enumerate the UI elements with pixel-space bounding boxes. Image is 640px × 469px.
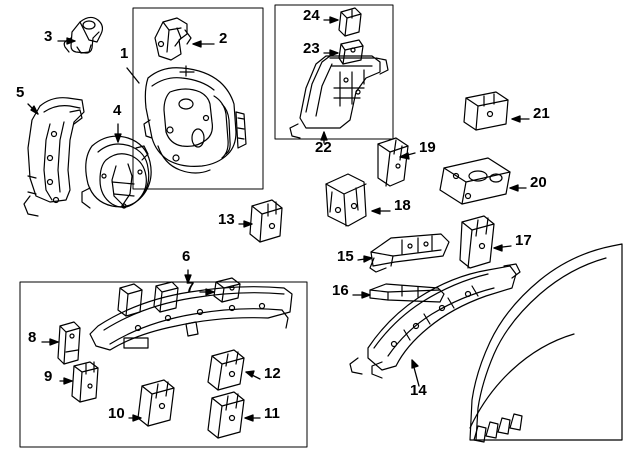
- part-18-shape: [325, 173, 367, 227]
- callout-11: 11: [264, 405, 280, 422]
- group-box-1: [132, 7, 264, 190]
- part-10-shape: [137, 379, 175, 427]
- group-box-22: [274, 4, 394, 140]
- part-20-shape: [439, 157, 511, 205]
- callout-16: 16: [332, 282, 349, 299]
- part-1-shape: [143, 65, 247, 174]
- callout-2: 2: [219, 30, 228, 47]
- part-12-shape: [207, 349, 245, 391]
- part-6-shape: [89, 286, 293, 351]
- callout-8: 8: [28, 329, 37, 346]
- callout-18: 18: [394, 197, 411, 214]
- callout-12: 12: [264, 365, 281, 382]
- part-23-shape: [338, 39, 364, 65]
- callout-19: 19: [419, 139, 436, 156]
- callout-10: 10: [108, 405, 125, 422]
- part-16-shape: [369, 283, 445, 303]
- callout-15: 15: [337, 248, 354, 265]
- callout-20: 20: [530, 174, 547, 191]
- part-14-shape: [349, 263, 521, 379]
- callout-23: 23: [303, 40, 320, 57]
- callout-leaders: [27, 16, 530, 422]
- callout-17: 17: [515, 232, 532, 249]
- callout-3: 3: [44, 28, 53, 45]
- callout-1: 1: [120, 45, 129, 62]
- part-22-shape: [289, 55, 389, 139]
- part-11-shape: [207, 391, 245, 439]
- part-4-shape: [81, 135, 152, 209]
- callout-5: 5: [16, 84, 25, 101]
- part-17-shape: [459, 215, 495, 269]
- fender-outline-shape: [469, 243, 623, 443]
- part-8-shape: [57, 321, 81, 365]
- part-19-shape: [377, 137, 409, 187]
- part-9-shape: [71, 361, 99, 403]
- callout-6: 6: [182, 248, 191, 265]
- part-7-shape: [213, 277, 241, 303]
- part-15-shape: [369, 233, 450, 273]
- part-5-shape: [23, 97, 85, 217]
- callout-9: 9: [44, 368, 53, 385]
- part-6-sub-brackets: [117, 281, 179, 317]
- part-3-shape: [63, 16, 104, 54]
- callout-13: 13: [218, 211, 235, 228]
- part-13-shape: [249, 199, 283, 243]
- part-24-shape: [338, 7, 362, 37]
- callout-21: 21: [533, 105, 550, 122]
- callout-4: 4: [113, 102, 122, 119]
- part-2-shape: [154, 17, 192, 61]
- callout-14: 14: [410, 382, 427, 399]
- callout-7: 7: [186, 279, 195, 296]
- group-box-6: [19, 281, 308, 448]
- part-21-shape: [463, 91, 509, 131]
- callout-24: 24: [303, 7, 320, 24]
- callout-22: 22: [315, 139, 332, 156]
